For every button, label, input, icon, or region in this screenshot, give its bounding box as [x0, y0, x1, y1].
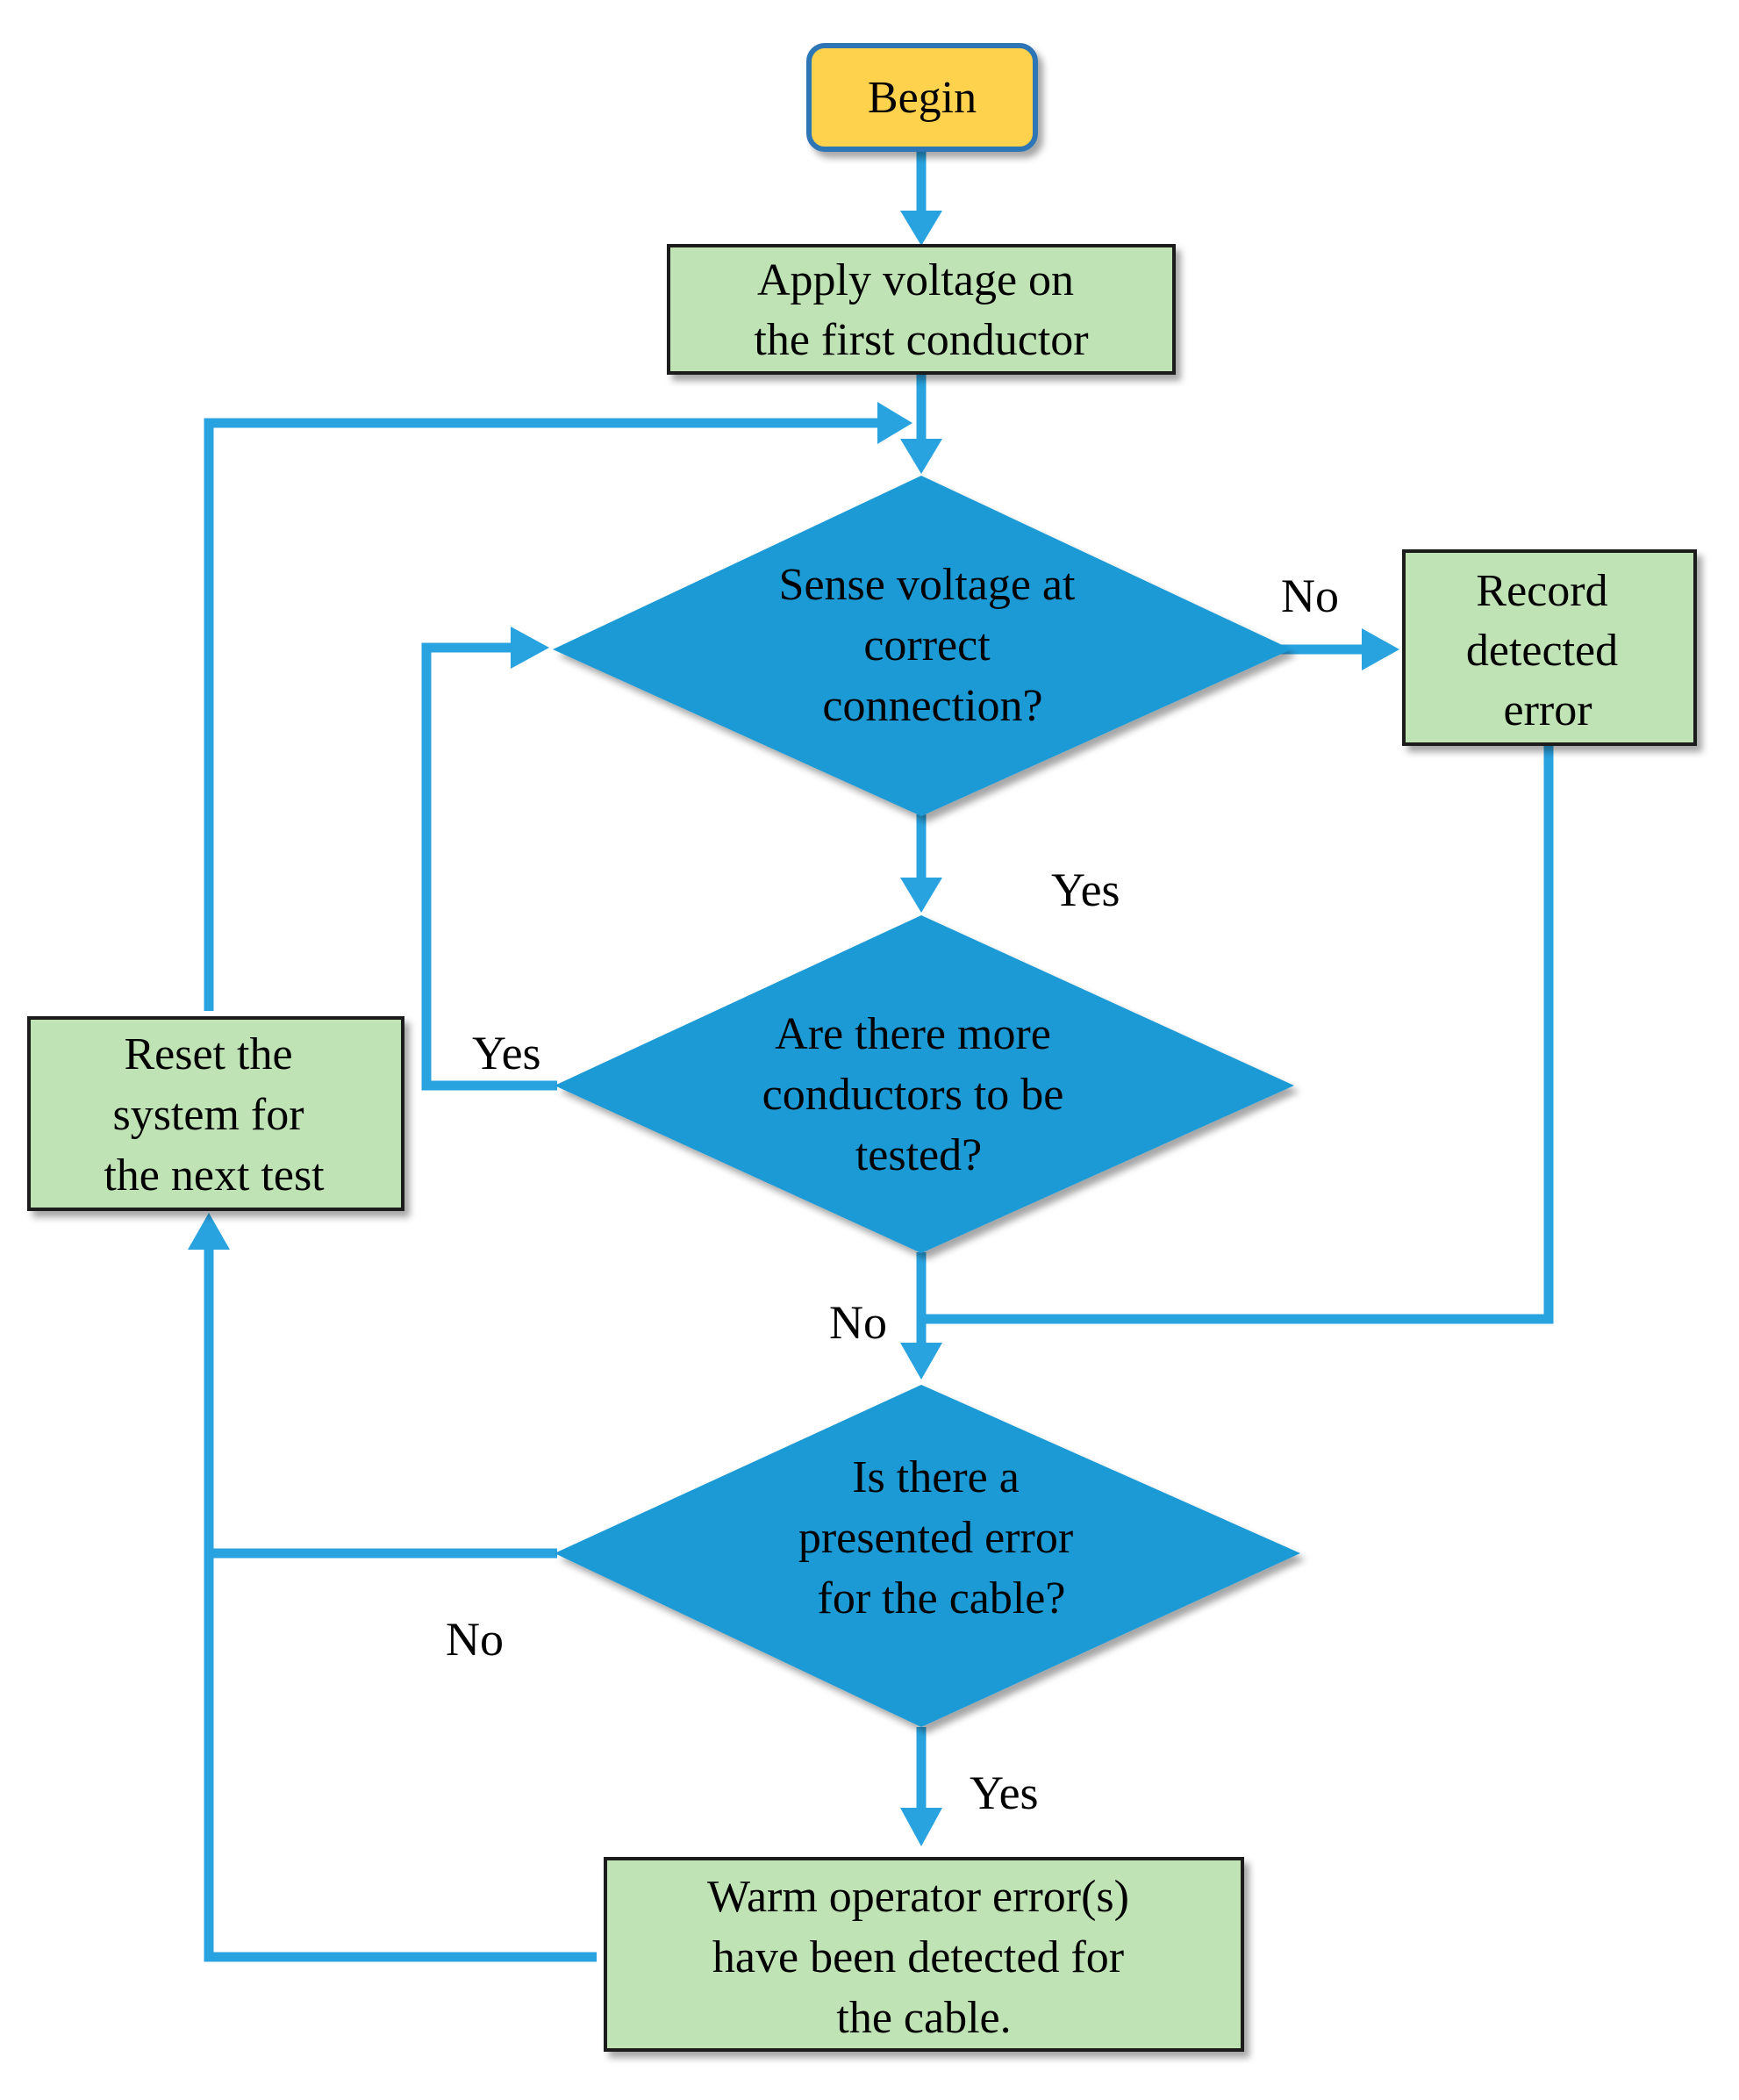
presented-error-label: Is there a presented error for the cable… — [798, 1452, 1084, 1623]
arrowhead-warn — [900, 1808, 942, 1846]
arrowhead-presented — [900, 1343, 942, 1380]
apply-voltage-line-1: Apply voltage on — [757, 255, 1074, 305]
reset-system-line-2: system for — [112, 1090, 304, 1140]
sense-voltage-line-2: correct — [863, 620, 991, 670]
connector-warn-back — [204, 1553, 597, 1962]
more-conductors-node: Are there more conductors to be tested? — [555, 915, 1294, 1253]
more-conductors-line-3: tested? — [855, 1130, 982, 1180]
more-conductors-shape — [555, 915, 1294, 1253]
apply-voltage-label: Apply voltage on the first conductor — [754, 255, 1088, 365]
presented-error-line-3: for the cable? — [818, 1573, 1066, 1623]
sense-voltage-shape — [553, 476, 1292, 816]
reset-system-node: Reset the system for the next test — [27, 1016, 404, 1211]
more-conductors-line-2: conductors to be — [762, 1070, 1064, 1120]
begin-label: Begin — [868, 73, 977, 123]
connector-reset-to-top — [204, 418, 886, 1011]
begin-node: Begin — [806, 43, 1038, 152]
arrowhead-apply — [900, 211, 942, 246]
record-error-label: Record detected error — [1466, 566, 1629, 735]
warn-operator-line-1: Warm operator error(s) — [707, 1872, 1129, 1922]
more-conductors-label: Are there more conductors to be tested? — [762, 1009, 1076, 1180]
record-error-line-1: Record — [1476, 566, 1607, 616]
apply-voltage-shape — [667, 244, 1176, 375]
record-error-line-2: detected — [1466, 626, 1618, 676]
warn-operator-node: Warm operator error(s) have been detecte… — [604, 1857, 1244, 2052]
apply-voltage-node: Apply voltage on the first conductor — [667, 244, 1176, 375]
reset-system-line-3: the next test — [104, 1150, 325, 1201]
sense-voltage-node: Sense voltage at correct connection? — [553, 476, 1292, 816]
edge-label-more-no: No — [829, 1296, 887, 1349]
arrowhead-record — [1362, 628, 1399, 670]
record-error-line-3: error — [1503, 685, 1592, 735]
connector-more-yes-loop — [421, 642, 557, 1091]
edge-label-sense-yes: Yes — [1051, 864, 1120, 916]
warn-operator-line-3: the cable. — [836, 1993, 1011, 2043]
edge-label-sense-no: No — [1281, 570, 1339, 622]
reset-system-shape — [27, 1016, 404, 1211]
arrowhead-loop-back — [511, 627, 549, 669]
sense-voltage-line-3: connection? — [822, 681, 1042, 731]
connector-presented-no — [204, 1244, 557, 1559]
reset-system-label: Reset the system for the next test — [104, 1029, 325, 1201]
edge-labels: No Yes Yes No No Yes — [446, 570, 1339, 1819]
presented-error-line-1: Is there a — [852, 1452, 1020, 1502]
connector-record-down — [921, 744, 1554, 1324]
arrowhead-top-loop — [877, 402, 912, 444]
record-error-shape — [1402, 549, 1697, 746]
arrowhead-reset — [188, 1213, 230, 1250]
edge-label-more-yes: Yes — [472, 1027, 541, 1079]
warn-operator-shape — [604, 1857, 1244, 2052]
edge-label-presented-yes: Yes — [970, 1767, 1039, 1819]
sense-voltage-line-1: Sense voltage at — [779, 560, 1076, 610]
arrowhead-more — [900, 878, 942, 913]
presented-error-line-2: presented error — [798, 1513, 1073, 1563]
record-error-node: Record detected error — [1402, 549, 1697, 746]
warn-operator-line-2: have been detected for — [712, 1932, 1124, 1982]
connectors — [188, 151, 1554, 1962]
arrowhead-sense — [900, 439, 942, 474]
presented-error-shape — [555, 1385, 1300, 1727]
reset-system-line-1: Reset the — [124, 1029, 292, 1079]
apply-voltage-line-2: the first conductor — [754, 315, 1088, 365]
edge-label-presented-no: No — [446, 1613, 504, 1666]
warn-operator-label: Warm operator error(s) have been detecte… — [707, 1872, 1141, 2043]
begin-shape — [806, 43, 1038, 152]
presented-error-node: Is there a presented error for the cable… — [555, 1385, 1300, 1727]
sense-voltage-label: Sense voltage at correct connection? — [779, 560, 1087, 731]
more-conductors-line-1: Are there more — [775, 1009, 1051, 1059]
